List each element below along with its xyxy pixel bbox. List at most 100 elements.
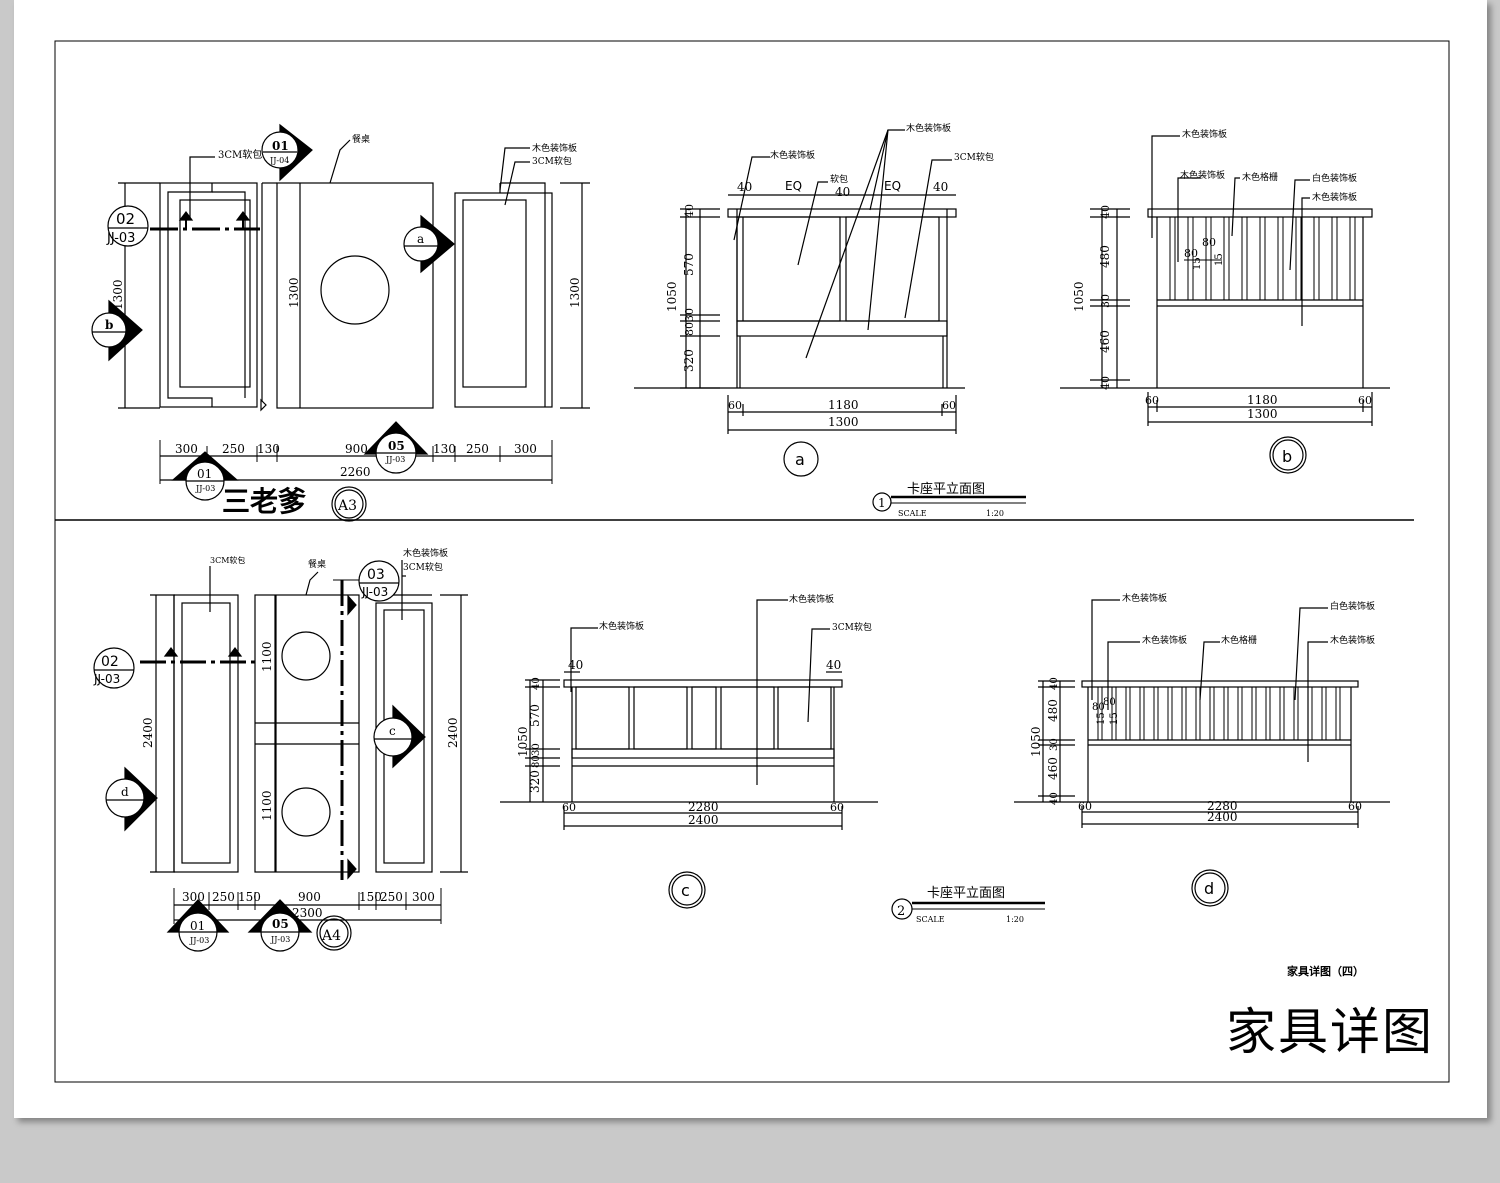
elev-a-dim-total: 1300 [828, 415, 859, 429]
sec-05-num: 05 [388, 439, 405, 453]
elev-b-dim-v4: 460 [1098, 330, 1112, 353]
elev-d-dim-in-3: 15 [1096, 712, 1107, 725]
elev-b-dim-b2: 1180 [1247, 393, 1278, 407]
section-mark-05-jj03-b [247, 899, 313, 952]
elevation-label-b [1269, 436, 1307, 474]
elev-d-label-4: 白色装饰板 [1330, 600, 1375, 612]
elev-a-dim-v2: 570 [682, 253, 696, 276]
section-mark-02-jj03-b [93, 647, 135, 689]
plan-top-dim-6: 250 [466, 442, 489, 456]
elev-mark-c-letter: c [389, 724, 396, 738]
sec-03-sheet: JJ-03 [361, 585, 388, 599]
plan-top-dim-2: 250 [222, 442, 245, 456]
elev-d-dim-v1: 40 [1049, 677, 1060, 690]
elev-a-dim-top-1: 40 [737, 180, 752, 194]
elev-a-label-2: 木色装饰板 [906, 122, 951, 134]
title-2-scale-label: SCALE [916, 915, 945, 924]
elev-d-dim-total-v: 1050 [1029, 726, 1043, 757]
elevation-d [1014, 599, 1390, 907]
elev-a-dim-top-3: 40 [835, 185, 850, 199]
title-1-title: 卡座平立面图 [907, 482, 985, 497]
plan-top-label-table: 餐桌 [352, 133, 370, 145]
elev-c-dim-v5: 320 [528, 770, 542, 793]
plan-top-label-softpack-right: 3CM软包 [532, 155, 572, 167]
elev-d-mark: d [1204, 879, 1214, 898]
elev-a-dim-b2: 1180 [828, 398, 859, 412]
elev-d-dim-v4: 460 [1046, 757, 1060, 780]
elev-a-dim-top-2: EQ [785, 179, 802, 193]
sec-02b-sheet: JJ-03 [93, 672, 120, 686]
elev-b-label-5: 木色装饰板 [1312, 191, 1357, 203]
elev-d-dim-b1: 60 [1078, 800, 1092, 813]
plan-bottom-dim-v4: 2400 [446, 717, 460, 748]
elev-mark-b-letter: b [105, 318, 113, 332]
title-2-scale: 1:20 [1006, 915, 1024, 924]
elev-b-dim-b1: 60 [1145, 394, 1159, 407]
elev-d-label-2: 木色装饰板 [1142, 634, 1187, 646]
elev-a-label-1: 木色装饰板 [770, 149, 815, 161]
elev-c-dim-v2: 570 [528, 704, 542, 727]
plan-top-dim-4: 900 [345, 442, 368, 456]
plan-bottom-dim-4: 900 [298, 890, 321, 904]
plan-bottom-dim-v3: 1100 [260, 790, 274, 821]
plan-bottom-dim-total: 2300 [292, 906, 323, 920]
plan-top-label-softpack-left: 3CM软包 [218, 148, 262, 161]
elev-a-dim-total-v: 1050 [665, 281, 679, 312]
elev-b-dim-total-v: 1050 [1072, 281, 1086, 312]
elev-d-slats [1097, 687, 1341, 740]
elev-c-label-3: 3CM软包 [832, 621, 872, 633]
elev-a-dim-b1: 60 [728, 399, 742, 412]
plan-bottom-dim-ticks [173, 888, 442, 924]
plan-top-dim-3: 130 [257, 442, 280, 456]
elev-c-dim-top-2: 40 [826, 658, 841, 672]
title-block-1 [872, 492, 1026, 512]
sec-01c-num: 01 [190, 919, 205, 933]
plan-top-label-wood-panel: 木色装饰板 [532, 142, 577, 154]
elev-c-mark: c [681, 881, 690, 900]
elevation-b [1060, 135, 1390, 474]
ref-circle-a4 [316, 915, 352, 951]
sheet-title: 家具详图 [1226, 1003, 1434, 1061]
elevation-label-a [783, 441, 819, 477]
title-1-num: 1 [878, 496, 886, 510]
title-1-scale: 1:20 [986, 509, 1004, 518]
elev-b-label-4: 白色装饰板 [1312, 172, 1357, 184]
elev-b-dim-in-2: 80 [1202, 236, 1216, 249]
plan-bottom-label-softpack-right: 3CM软包 [403, 561, 443, 573]
elev-d-dim-v5: 40 [1049, 792, 1060, 805]
elev-b-dim-in-4: 15 [1214, 253, 1225, 266]
elev-a-dim-v3: 30 [683, 308, 696, 322]
elev-c-dim-v4: 80 [531, 755, 542, 768]
elev-a-dim-v5: 320 [682, 349, 696, 372]
elev-c-label-1: 木色装饰板 [599, 620, 644, 632]
plan-bottom [93, 560, 468, 952]
plan-top-ref: A3 [337, 498, 357, 514]
elev-c-dim-b2: 2280 [688, 800, 719, 814]
plan-bottom-label-table: 餐桌 [308, 558, 326, 570]
sec-01-num: 01 [272, 139, 289, 153]
sec-05b-num: 05 [272, 917, 289, 931]
elev-d-dim-b3: 60 [1348, 800, 1362, 813]
plan-bottom-dim-2: 250 [212, 890, 235, 904]
elev-b-dim-v5: 40 [1099, 376, 1112, 390]
sec-05b-sheet: JJ-03 [270, 935, 290, 944]
title-2-title: 卡座平立面图 [927, 886, 1005, 901]
sec-02b-num: 02 [101, 654, 119, 670]
elev-c-label-2: 木色装饰板 [789, 593, 834, 605]
elev-d-dim-b2: 2280 [1207, 799, 1238, 813]
title-2-num: 2 [897, 904, 905, 919]
title-block-2 [891, 898, 1045, 920]
sec-02-sheet: JJ-03 [106, 231, 135, 246]
plan-bottom-label-softpack-left: 3CM软包 [210, 555, 245, 565]
elev-b-mark: b [1282, 447, 1292, 466]
elev-d-label-3: 木色格栅 [1221, 634, 1257, 646]
elev-a-label-4: 3CM软包 [954, 151, 994, 163]
plan-top-dim-v2: 1300 [287, 277, 301, 308]
ref-circle-a3 [331, 486, 367, 522]
elevation-label-d [1191, 869, 1229, 907]
plan-top-dim-total: 2260 [340, 465, 371, 479]
sec-01c-sheet: JJ-03 [189, 936, 209, 945]
elev-b-label-2: 木色装饰板 [1180, 169, 1225, 181]
drawing-border [54, 40, 1450, 1083]
